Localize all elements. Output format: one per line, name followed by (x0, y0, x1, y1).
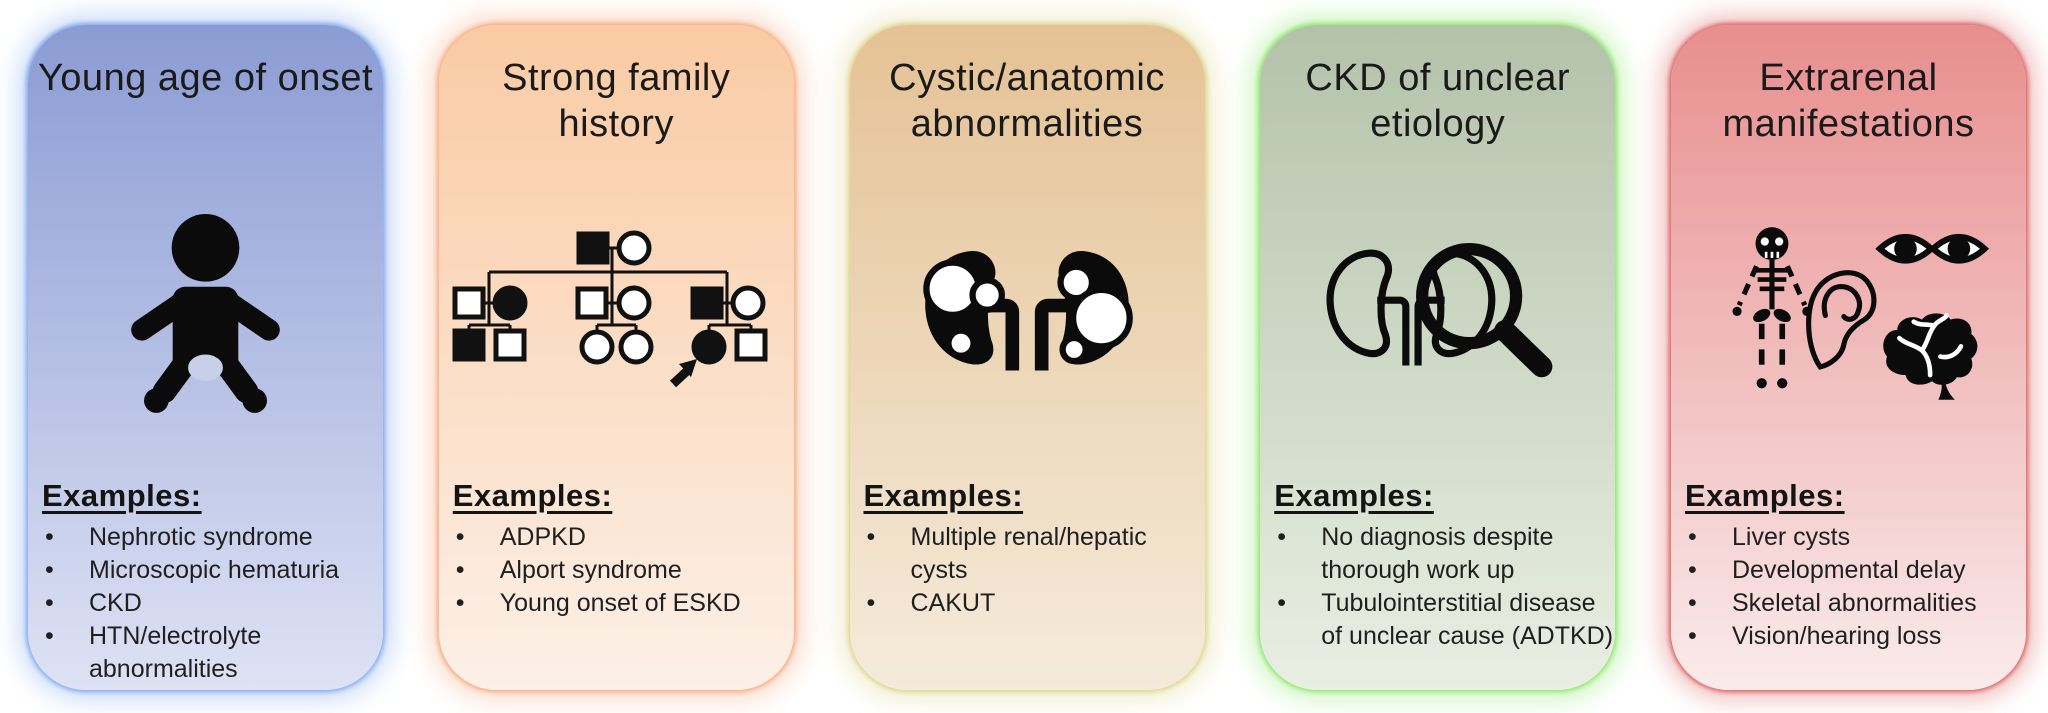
list-item: •CKD (45, 589, 142, 617)
examples-list: •No diagnosis despite thorough work up •… (1260, 521, 1615, 653)
list-item: •Skeletal abnormalities (1688, 589, 1977, 617)
list-item: •Developmental delay (1688, 556, 1966, 584)
card-extrarenal-manifestations: Extrarenal manifestations (1671, 25, 2026, 690)
card-title: Young age of onset (37, 57, 374, 99)
proband-arrow-icon (670, 359, 698, 388)
examples-heading: Examples: (1274, 478, 1434, 513)
examples-block: Examples: •ADPKD •Alport syndrome •Young… (439, 478, 794, 690)
magnifier-handle (1493, 320, 1553, 378)
list-item: •HTN/electrolyte abnormalities (45, 622, 262, 683)
examples-list: •Nephrotic syndrome •Microscopic hematur… (28, 521, 383, 686)
list-item: •Tubulointerstitial disease of unclear c… (1277, 589, 1614, 650)
ear-icon (1805, 269, 1876, 370)
card-ckd-of-unclear-etiology: CKD of unclear etiology Examples: •No di… (1260, 25, 1616, 690)
magnifier-lens (1415, 242, 1523, 350)
list-item: •Nephrotic syndrome (45, 523, 313, 551)
examples-list: •Liver cysts •Developmental delay •Skele… (1671, 521, 2026, 653)
examples-block: Examples: •Nephrotic syndrome •Microscop… (28, 478, 383, 690)
card-strong-family-history: Strong family history (438, 25, 794, 690)
list-item: •CAKUT (866, 589, 996, 617)
list-item: •Multiple renal/hepatic cysts (866, 523, 1147, 584)
examples-block: Examples: •No diagnosis despite thorough… (1260, 478, 1615, 690)
kidney-magnifier-icon (1326, 242, 1553, 378)
list-item: •Alport syndrome (455, 556, 682, 584)
baby-icon (131, 214, 280, 413)
pedigree-icon (452, 230, 768, 388)
card-title: CKD of unclear etiology (1305, 57, 1571, 145)
examples-block: Examples: •Multiple renal/hepatic cysts … (850, 478, 1205, 690)
list-item: •Young onset of ESKD (455, 589, 741, 617)
list-item: •Microscopic hematuria (45, 556, 340, 584)
card-young-age-of-onset: Young age of onset Examples: •Nep (28, 25, 383, 690)
cystic-kidneys-icon (923, 250, 1133, 370)
list-item: •Vision/hearing loss (1688, 622, 1942, 650)
card-title: Cystic/anatomic abnormalities (889, 57, 1165, 145)
extrarenal-icons (1731, 226, 1989, 400)
card-title: Extrarenal manifestations (1722, 57, 1975, 145)
examples-list: •Multiple renal/hepatic cysts •CAKUT (850, 521, 1205, 620)
examples-block: Examples: •Liver cysts •Developmental de… (1671, 478, 2026, 690)
examples-heading: Examples: (863, 478, 1024, 513)
list-item: •Liver cysts (1688, 523, 1851, 551)
examples-heading: Examples: (452, 478, 613, 513)
skeleton-icon (1731, 226, 1812, 388)
examples-list: •ADPKD •Alport syndrome •Young onset of … (439, 521, 794, 620)
brain-icon (1882, 312, 1977, 400)
eyes-icon (1874, 233, 1989, 264)
examples-heading: Examples: (42, 478, 202, 513)
list-item: •No diagnosis despite thorough work up (1277, 523, 1554, 584)
card-title: Strong family history (502, 57, 731, 145)
examples-heading: Examples: (1685, 478, 1845, 513)
list-item: •ADPKD (455, 523, 586, 551)
card-cystic-anatomic-abnormalities: Cystic/anatomic abnormalities Examples: … (849, 25, 1205, 690)
